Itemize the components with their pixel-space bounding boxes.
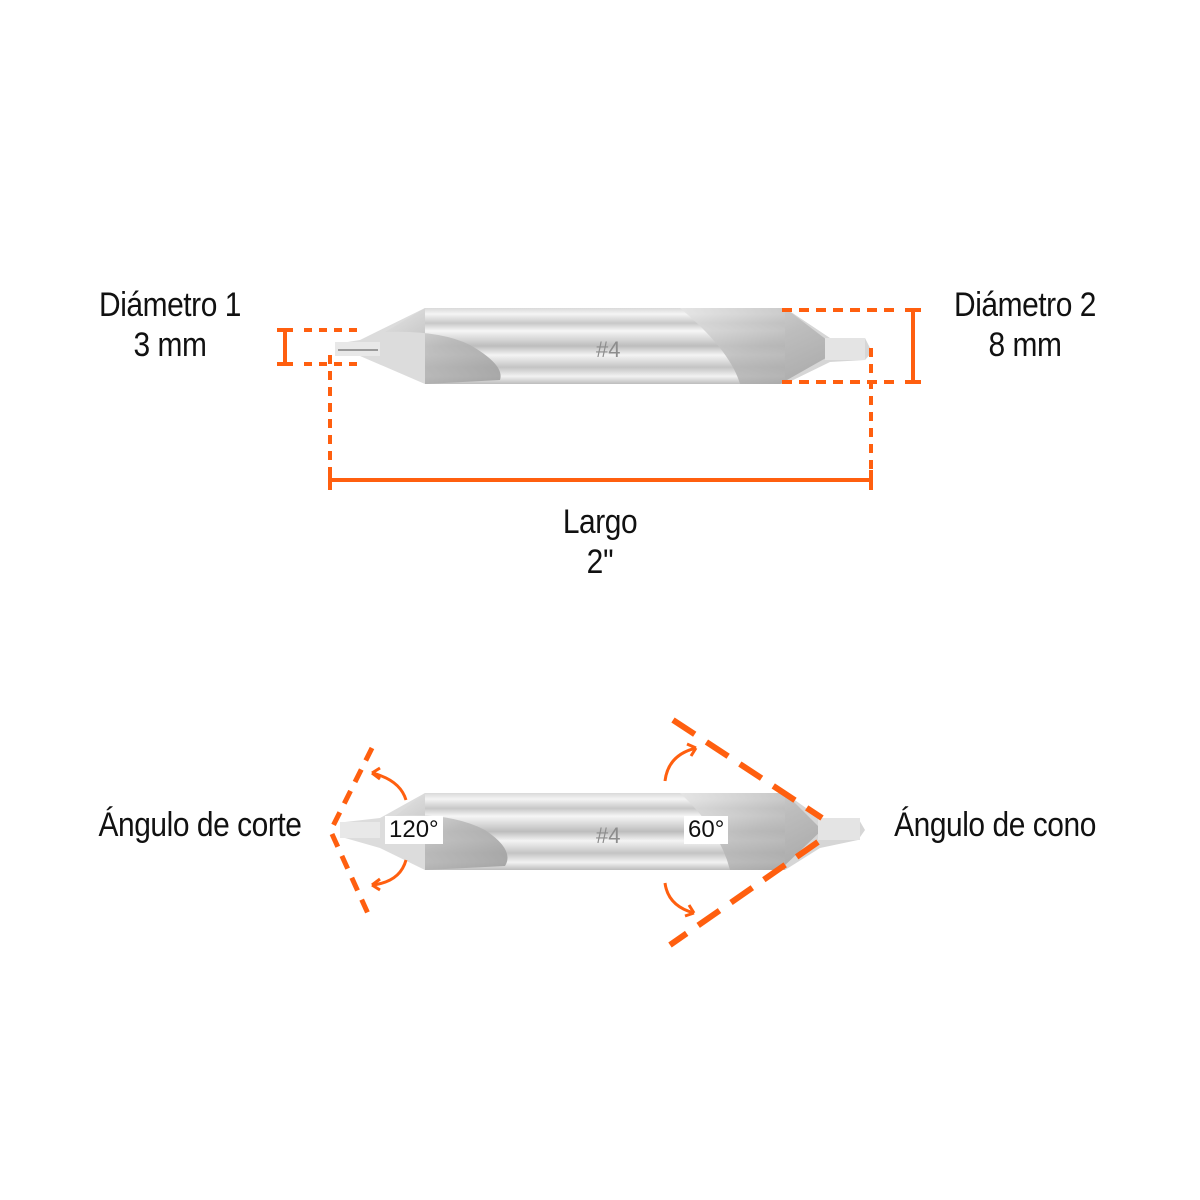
diameter-1-title: Diámetro 1	[99, 286, 241, 324]
cone-angle-arrows	[663, 742, 698, 918]
cutting-angle-label: Ángulo de corte	[98, 806, 302, 844]
diameter-1-marker	[277, 328, 360, 366]
length-value: 2''	[586, 543, 614, 581]
diameter-1-label: Diámetro 1 3 mm	[82, 285, 258, 365]
cutting-angle-lines	[329, 746, 375, 920]
diameter-2-marker	[782, 308, 921, 384]
diameter-2-label: Diámetro 2 8 mm	[946, 285, 1104, 365]
diameter-2-title: Diámetro 2	[954, 286, 1096, 324]
cutting-angle-value: 120°	[385, 816, 443, 844]
bottom-bit-marking: #4	[596, 823, 620, 848]
diameter-1-value: 3 mm	[133, 326, 207, 364]
top-drill-bit	[335, 308, 872, 384]
length-label: Largo 2''	[512, 502, 688, 582]
cone-angle-label: Ángulo de cono	[894, 806, 1096, 844]
length-title: Largo	[562, 503, 638, 541]
diameter-2-value: 8 mm	[988, 326, 1062, 364]
top-bit-marking: #4	[596, 337, 620, 362]
cone-angle-lines	[668, 717, 824, 948]
cone-angle-value: 60°	[684, 816, 729, 844]
cutting-angle-arrows	[371, 766, 408, 892]
length-marker	[328, 348, 873, 490]
